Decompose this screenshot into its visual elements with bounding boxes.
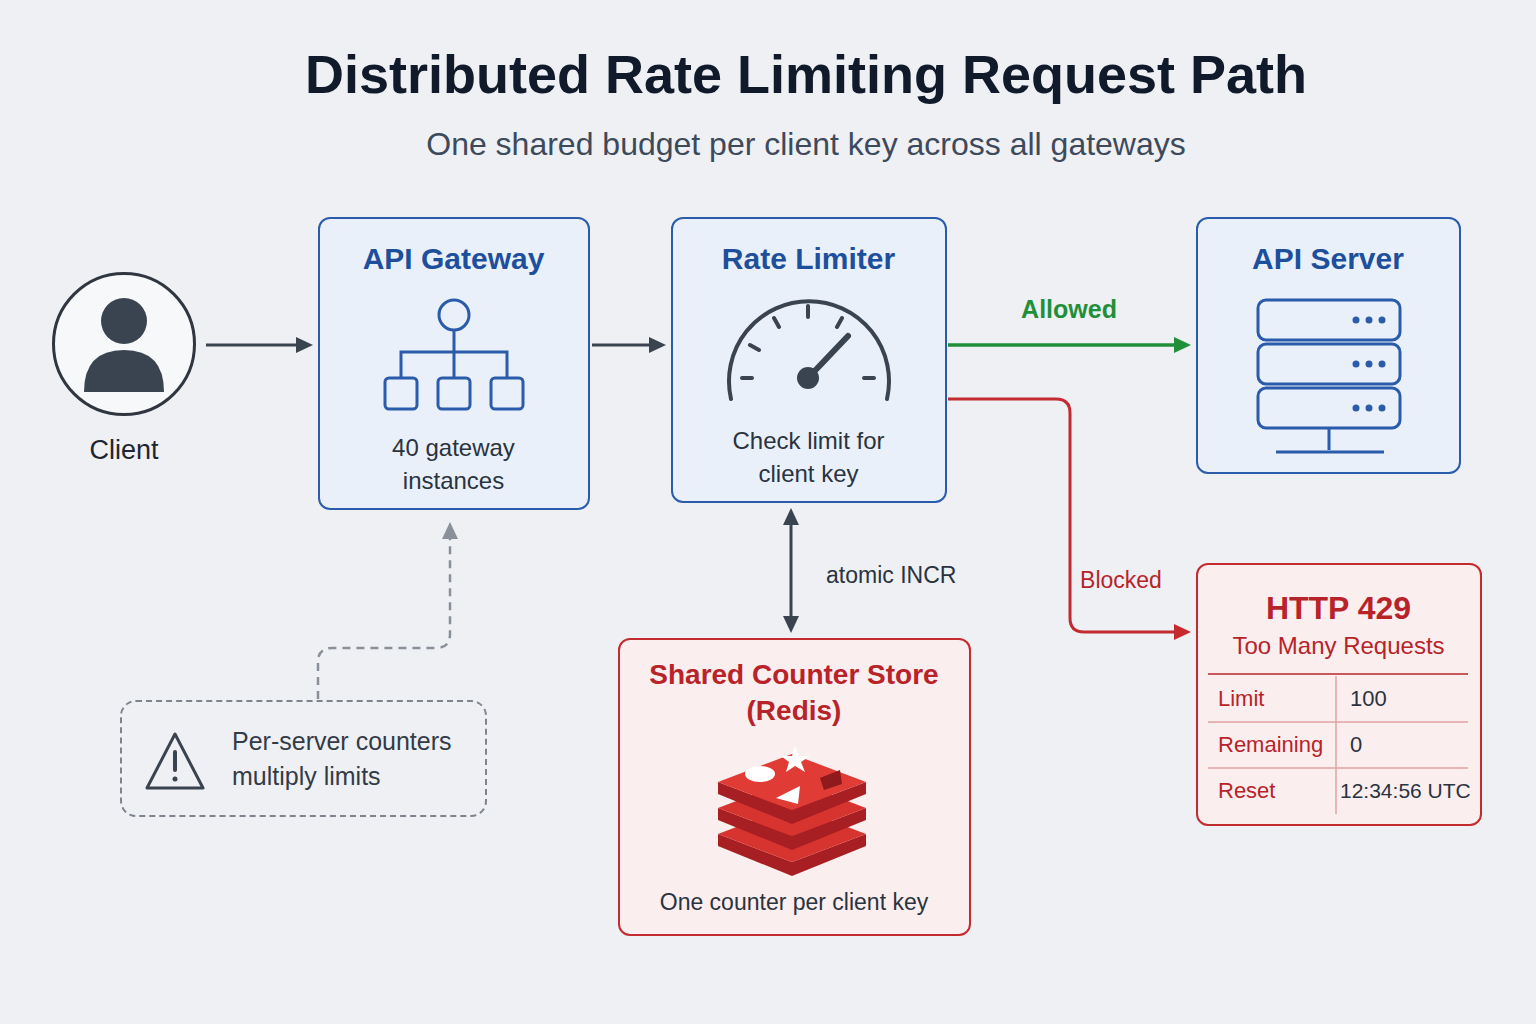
callout-text: Per-server counters multiply limits bbox=[232, 724, 477, 794]
flow-arrow bbox=[592, 337, 666, 353]
status-code: HTTP 429 bbox=[1198, 589, 1479, 627]
diagram-title: Distributed Rate Limiting Request Path bbox=[76, 42, 1536, 106]
box-body: One counter per client key bbox=[620, 887, 968, 917]
callout-leader bbox=[318, 522, 458, 699]
arrow-head bbox=[783, 616, 799, 633]
table-cell: Limit bbox=[1218, 685, 1264, 713]
connector-line bbox=[948, 399, 1176, 632]
arrow-head bbox=[1174, 624, 1191, 640]
error-response-box: HTTP 429Too Many RequestsLimit 100Remaini… bbox=[1196, 563, 1482, 826]
connector-line bbox=[948, 343, 1176, 347]
allowed-arrow bbox=[948, 337, 1191, 353]
status-text: Too Many Requests bbox=[1198, 631, 1479, 661]
box-title: API Gateway bbox=[320, 241, 587, 277]
edge-label: atomic INCR bbox=[826, 560, 1026, 590]
warning-callout: Per-server counters multiply limits bbox=[120, 700, 487, 817]
box-body: 40 gateway instances bbox=[352, 431, 555, 497]
rate-limiter-box: Rate LimiterCheck limit for client key bbox=[671, 217, 947, 503]
connector-line bbox=[318, 537, 450, 699]
warning-triangle bbox=[147, 734, 203, 788]
subtitle: One shared budget per client key across … bbox=[76, 124, 1536, 164]
bidirectional-arrow bbox=[783, 508, 799, 633]
counter-store-box: Shared Counter Store (Redis) One counter … bbox=[618, 638, 971, 936]
warning-bar bbox=[173, 752, 177, 770]
arrow-head bbox=[649, 337, 666, 353]
table-cell: 100 bbox=[1350, 685, 1387, 713]
warning-icon bbox=[147, 734, 203, 788]
edge-label: Allowed bbox=[969, 293, 1169, 325]
connector-line bbox=[592, 344, 651, 347]
box-title: Rate Limiter bbox=[673, 241, 944, 277]
table-cell: Remaining bbox=[1218, 731, 1323, 759]
table-cell: Reset bbox=[1218, 777, 1275, 805]
connector-line bbox=[206, 344, 298, 347]
flow-arrow bbox=[206, 337, 313, 353]
server-box: API Server bbox=[1196, 217, 1461, 474]
box-title: Shared Counter Store (Redis) bbox=[630, 657, 958, 729]
arrow-head bbox=[783, 508, 799, 525]
edge-label: Blocked bbox=[1061, 565, 1181, 595]
table-cell: 0 bbox=[1350, 731, 1362, 759]
arrow-head bbox=[1174, 337, 1191, 353]
box-body: Check limit for client key bbox=[707, 424, 910, 490]
gateway-box: API Gateway 40 gateway instances bbox=[318, 217, 590, 510]
box-title: API Server bbox=[1198, 241, 1458, 277]
client-actor: Client bbox=[52, 272, 196, 416]
connector-line bbox=[790, 523, 793, 618]
actor-label: Client bbox=[22, 433, 226, 467]
table-cell: 12:34:56 UTC bbox=[1340, 777, 1471, 805]
warning-dot bbox=[173, 777, 178, 782]
blocked-arrow bbox=[948, 399, 1191, 640]
arrow-head bbox=[442, 522, 458, 539]
arrow-head bbox=[296, 337, 313, 353]
